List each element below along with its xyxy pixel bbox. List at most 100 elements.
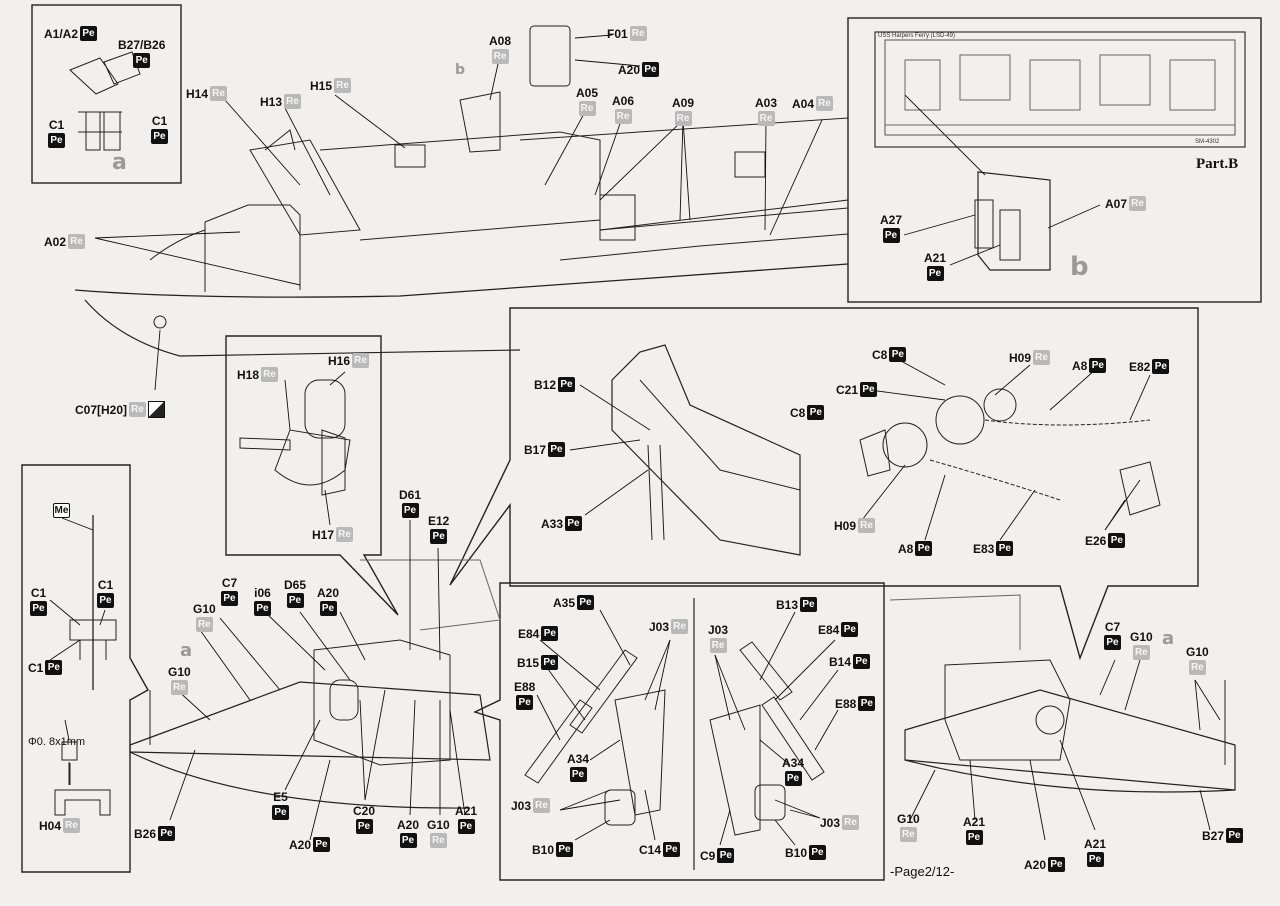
ciws-dome	[304, 379, 346, 439]
re-badge: Re	[195, 617, 213, 632]
re-badge: Re	[709, 638, 727, 653]
page-footer: -Page2/12-	[890, 864, 955, 879]
bow-deck-right	[904, 689, 1236, 791]
pe-badge: Pe	[717, 848, 735, 863]
pe-badge: Pe	[1089, 358, 1107, 373]
leader-lines	[49, 34, 1221, 846]
pe-badge: Pe	[800, 597, 818, 612]
pe-badge: Pe	[158, 826, 176, 841]
half-shaded-icon	[148, 401, 166, 418]
re-badge: Re	[491, 49, 509, 64]
pe-badge: Pe	[401, 503, 419, 518]
inset-a-letter: a	[112, 150, 127, 175]
re-badge: Re	[816, 96, 834, 111]
bow-hull-right	[904, 759, 1236, 793]
pe-badge: Pe	[1104, 635, 1121, 650]
part-f01	[529, 25, 571, 87]
pe-badge: Pe	[889, 347, 907, 362]
re-badge: Re	[336, 527, 354, 542]
part-b-title: Part.B	[1196, 156, 1239, 172]
re-badge: Re	[1188, 660, 1206, 675]
fret-small-text: SM-4302	[1195, 139, 1220, 145]
hull-b-letter: b	[455, 62, 466, 78]
re-badge: Re	[757, 111, 775, 126]
pe-badge: Pe	[541, 655, 559, 670]
pe-badge: Pe	[1048, 857, 1066, 872]
re-badge: Re	[129, 402, 147, 417]
pe-badge: Pe	[133, 53, 151, 68]
re-badge: Re	[1132, 645, 1150, 660]
pe-badge: Pe	[313, 837, 331, 852]
part-label-c07: C07[H20]Re	[75, 401, 166, 418]
pe-badge: Pe	[1152, 359, 1170, 374]
pe-badge: Pe	[457, 819, 475, 834]
pe-badge: Pe	[286, 593, 304, 608]
pe-badge: Pe	[809, 845, 827, 860]
re-badge: Re	[842, 815, 860, 830]
ladder-e84-right	[739, 641, 793, 701]
re-badge: Re	[1129, 196, 1147, 211]
windlass-center	[935, 395, 985, 445]
pe-badge: Pe	[996, 541, 1014, 556]
locker-left	[614, 689, 666, 816]
pe-badge: Pe	[565, 516, 583, 531]
part-b-letter: b	[1070, 252, 1089, 282]
re-badge: Re	[629, 26, 647, 41]
pe-badge: Pe	[151, 129, 168, 144]
bow-dome-right	[1035, 705, 1065, 735]
re-badge: Re	[1033, 350, 1051, 365]
pe-badge: Pe	[48, 133, 65, 148]
pe-badge: Pe	[642, 62, 660, 77]
pe-fret	[874, 31, 1246, 148]
fret-caption: USS Harpers Ferry (LSD-49)	[878, 33, 956, 39]
pe-badge: Pe	[556, 842, 574, 857]
part-label-me: Me	[53, 503, 70, 518]
re-badge: Re	[899, 827, 917, 842]
re-badge: Re	[674, 111, 692, 126]
re-badge: Re	[614, 109, 632, 124]
mast-block-b	[459, 91, 501, 153]
re-badge: Re	[352, 353, 370, 368]
